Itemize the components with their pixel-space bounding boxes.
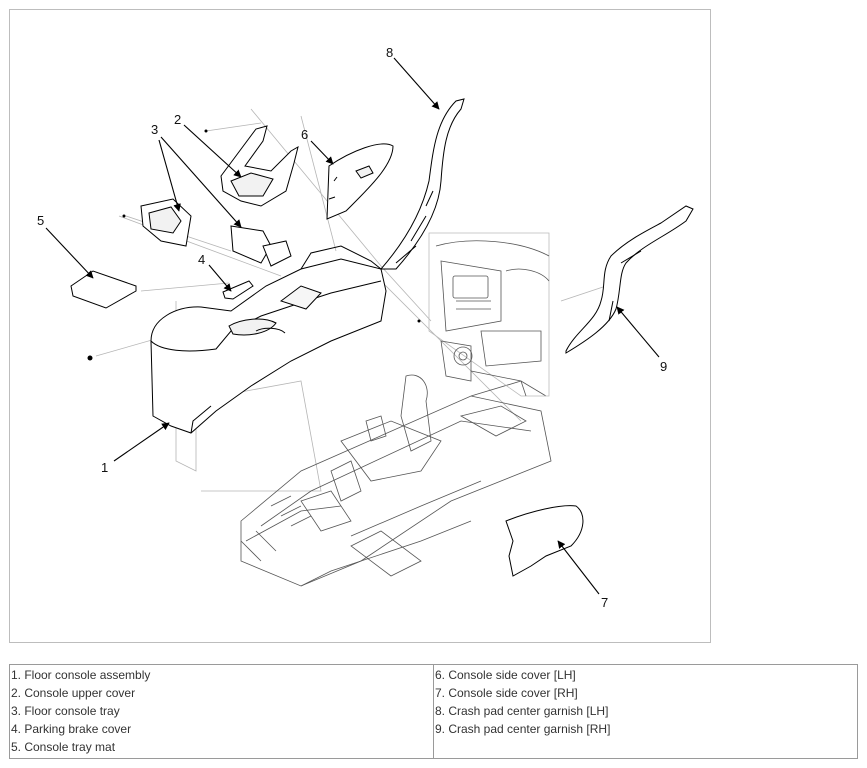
exploded-diagram: 1 2 3 4 5 6 7 8 9	[37, 45, 694, 610]
callout-9: 9	[660, 359, 667, 374]
legend-item: 6. Console side cover [LH]	[435, 668, 576, 682]
legend-item: 7. Console side cover [RH]	[435, 686, 578, 700]
floor-chassis	[240, 374, 552, 587]
callout-5: 5	[37, 213, 44, 228]
parking-brake-cover	[222, 280, 254, 300]
callout-8: 8	[386, 45, 393, 60]
crash-pad-center-garnish-rh	[565, 205, 694, 354]
callout-4: 4	[198, 252, 205, 267]
fasteners	[87, 129, 421, 361]
console-tray-mat	[70, 270, 137, 309]
callout-7: 7	[601, 595, 608, 610]
console-side-cover-rh	[505, 505, 584, 577]
legend-column-right: 6. Console side cover [LH] 7. Console si…	[434, 665, 857, 758]
legend-item: 5. Console tray mat	[11, 740, 116, 754]
parts-legend-table: 1. Floor console assembly 2. Console upp…	[9, 664, 858, 759]
leader-lines	[45, 57, 660, 595]
legend-item: 1. Floor console assembly	[11, 668, 151, 682]
legend-item: 4. Parking brake cover	[11, 722, 132, 736]
callout-2: 2	[174, 112, 181, 127]
floor-console-assembly	[150, 245, 387, 434]
legend-item: 3. Floor console tray	[11, 704, 120, 718]
dashboard-inset	[428, 232, 550, 397]
callout-1: 1	[101, 460, 108, 475]
crash-pad-center-garnish-lh	[379, 98, 465, 270]
console-upper-cover	[220, 125, 299, 207]
callout-3: 3	[151, 122, 158, 137]
callout-6: 6	[301, 127, 308, 142]
exploded-diagram-frame: 1 2 3 4 5 6 7 8 9	[9, 9, 711, 643]
console-side-cover-lh	[326, 143, 394, 220]
legend-column-left: 1. Floor console assembly 2. Console upp…	[10, 665, 434, 758]
legend-item: 8. Crash pad center garnish [LH]	[435, 704, 609, 718]
legend-item: 2. Console upper cover	[11, 686, 136, 700]
legend-item: 9. Crash pad center garnish [RH]	[435, 722, 611, 736]
floor-console-tray	[140, 198, 292, 267]
